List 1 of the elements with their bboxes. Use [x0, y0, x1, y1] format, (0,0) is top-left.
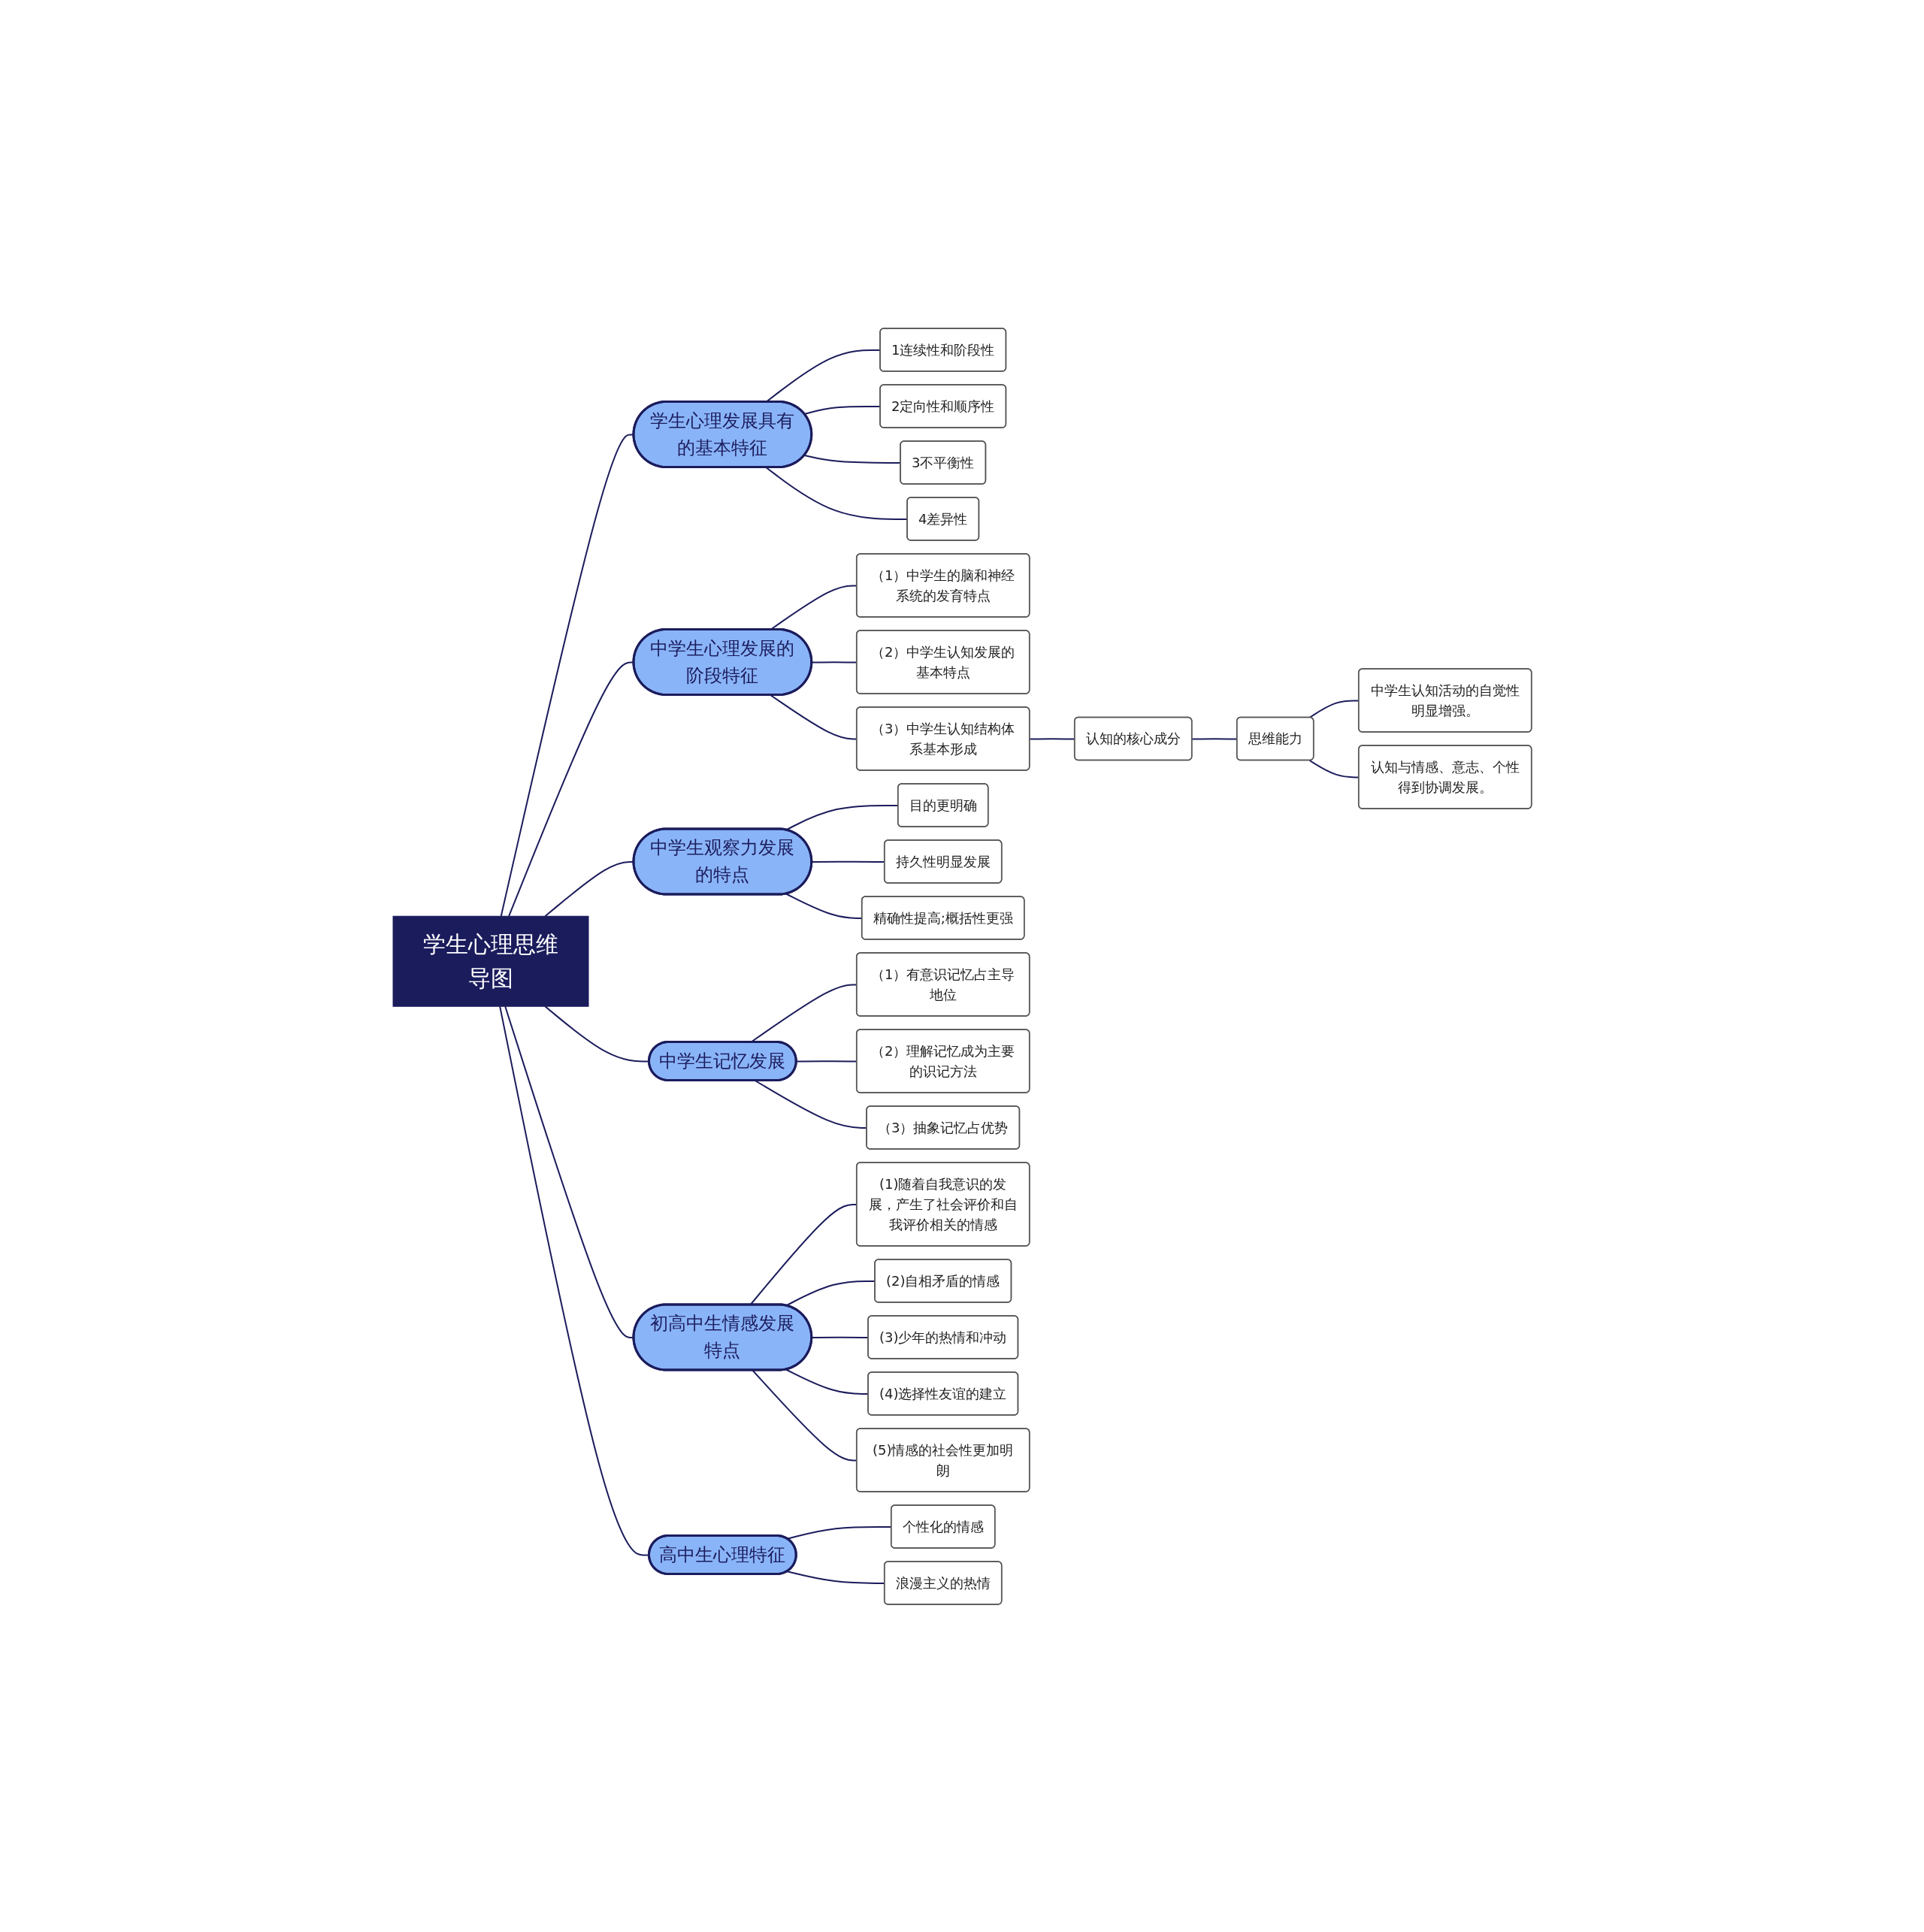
node-box: 学生心理思维导图: [392, 915, 589, 1007]
